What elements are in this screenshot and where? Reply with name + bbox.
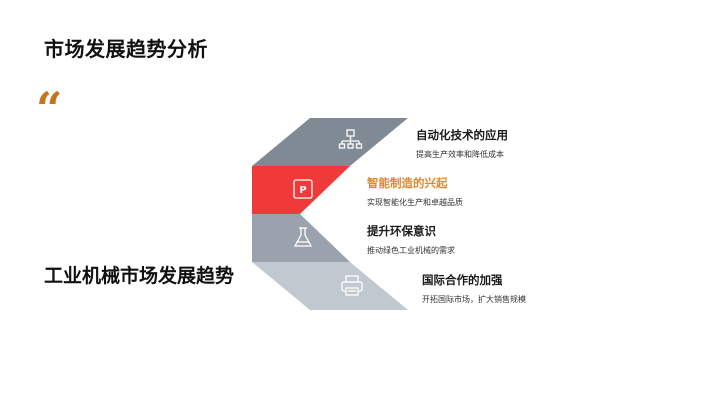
chevron-segment-1 [252,118,408,166]
svg-text:P: P [299,185,306,196]
chevron-segment-4 [252,262,408,310]
list-item: 智能制造的兴起 实现智能化生产和卓越品质 [367,175,463,208]
item-title: 智能制造的兴起 [367,176,448,190]
item-description: 提高生产效率和降低成本 [416,150,504,159]
item-description: 开拓国际市场，扩大销售规模 [422,295,526,304]
list-item: 自动化技术的应用 提高生产效率和降低成本 [416,127,508,160]
item-description: 推动绿色工业机械的需求 [367,246,455,255]
quote-mark-icon: “ [36,82,63,136]
slide-subtitle: 工业机械市场发展趋势 [44,265,235,287]
item-description: 实现智能化生产和卓越品质 [367,198,463,207]
flask-icon [293,227,313,247]
printer-icon [341,275,363,296]
item-title: 提升环保意识 [367,224,436,238]
chevron-segment-2 [252,166,350,214]
slide-title: 市场发展趋势分析 [44,37,208,61]
item-title: 国际合作的加强 [422,273,503,287]
item-title: 自动化技术的应用 [416,128,508,142]
list-item: 国际合作的加强 开拓国际市场，扩大销售规模 [422,272,526,305]
powerpoint-icon: P [293,179,313,199]
chevron-segment-3 [252,214,350,262]
list-item: 提升环保意识 推动绿色工业机械的需求 [367,223,455,256]
flowchart-icon [338,129,363,149]
